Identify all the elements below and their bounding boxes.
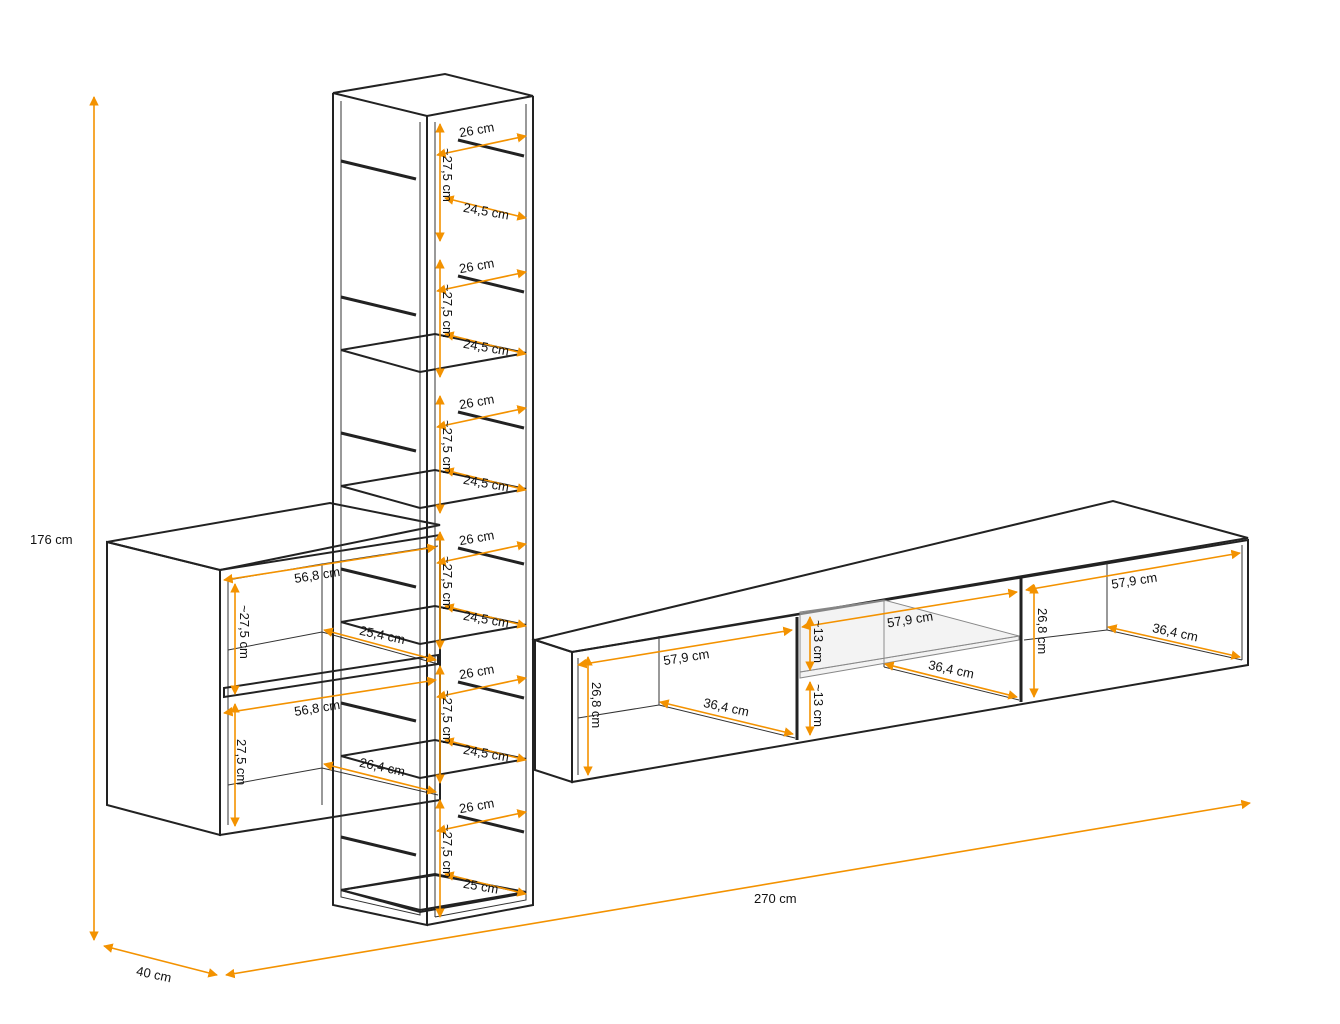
- lowboard-width-3: 57,9 cm: [1110, 570, 1158, 592]
- tower-depth-dim: [444, 737, 527, 763]
- tower-depth-label: 24,5 cm: [462, 608, 510, 631]
- tower-side-rail: [340, 567, 417, 589]
- left-cabinet-width-top: 56,8 cm: [293, 564, 341, 586]
- overall-depth-label: 40 cm: [135, 963, 173, 985]
- overall-width-label: 270 cm: [754, 891, 797, 906]
- glass-height-1: ~13 cm: [811, 620, 826, 663]
- left-cabinet-height-top: ~27,5 cm: [237, 605, 252, 659]
- lowboard-height-1: 26,8 cm: [589, 682, 604, 728]
- tower-side-rail: [340, 159, 417, 181]
- tower-height-label: ~27,5 cm: [440, 284, 455, 338]
- left-cabinet-height-bottom: 27,5 cm: [234, 739, 249, 785]
- tower-width-label: 26 cm: [458, 795, 495, 816]
- tower-depth-dim: [444, 603, 527, 629]
- tower-height-label: ~27,5 cm: [440, 420, 455, 474]
- left-cabinet-depth-top: 25,4 cm: [358, 623, 406, 647]
- tower-width-dim: [436, 133, 527, 158]
- tall-shelf-tower: [332, 72, 534, 927]
- lowboard-depth-3: 36,4 cm: [1151, 620, 1199, 644]
- tower-depth-label: 24,5 cm: [462, 200, 510, 223]
- tower-width-label: 26 cm: [458, 119, 495, 140]
- tower-height-label: ~27,5 cm: [440, 824, 455, 878]
- tower-width-dim: [436, 675, 527, 700]
- tower-height-label: ~27,5 cm: [440, 148, 455, 202]
- left-cabinet-width-bottom: 56,8 cm: [293, 697, 341, 719]
- tower-width-dim: [436, 269, 527, 294]
- tower-width-dim: [436, 405, 527, 430]
- tower-depth-dim: [444, 331, 527, 357]
- tower-width-label: 26 cm: [458, 527, 495, 548]
- tower-shelf: [340, 872, 527, 914]
- tower-depth-dim: [444, 467, 527, 493]
- glass-door: [799, 599, 1020, 673]
- tower-depth-label: 25 cm: [462, 876, 499, 897]
- left-wall-cabinet: [106, 501, 441, 837]
- tower-width-label: 26 cm: [458, 661, 495, 682]
- tower-depth-label: 24,5 cm: [462, 336, 510, 359]
- tower-side-rail: [340, 701, 417, 723]
- tower-side-rail: [340, 835, 417, 857]
- overall-height-label: 176 cm: [30, 532, 73, 547]
- tower-height-label: ~27,5 cm: [440, 690, 455, 744]
- tower-depth-dim: [444, 871, 527, 897]
- glass-height-2: ~13 cm: [811, 684, 826, 727]
- tower-side-rail: [340, 431, 417, 453]
- tower-height-label: ~27,5 cm: [440, 556, 455, 610]
- tower-width-label: 26 cm: [458, 391, 495, 412]
- tower-side-rail: [340, 295, 417, 317]
- tower-depth-dim: [444, 195, 527, 221]
- lowboard: [531, 499, 1249, 784]
- left-cabinet-depth-bottom: 26,4 cm: [358, 755, 406, 779]
- lowboard-width-1: 57,9 cm: [662, 646, 710, 668]
- lowboard-width-2: 57,9 cm: [886, 608, 934, 630]
- tower-depth-label: 24,5 cm: [462, 742, 510, 765]
- lowboard-depth-2: 36,4 cm: [927, 657, 975, 681]
- tower-width-dim: [436, 809, 527, 834]
- dimension-lines: [89, 96, 1251, 979]
- tower-depth-label: 24,5 cm: [462, 472, 510, 495]
- tower-width-label: 26 cm: [458, 255, 495, 276]
- lowboard-depth-1: 36,4 cm: [702, 695, 750, 719]
- tower-width-dim: [436, 541, 527, 566]
- lowboard-height-2: 26,8 cm: [1035, 608, 1050, 654]
